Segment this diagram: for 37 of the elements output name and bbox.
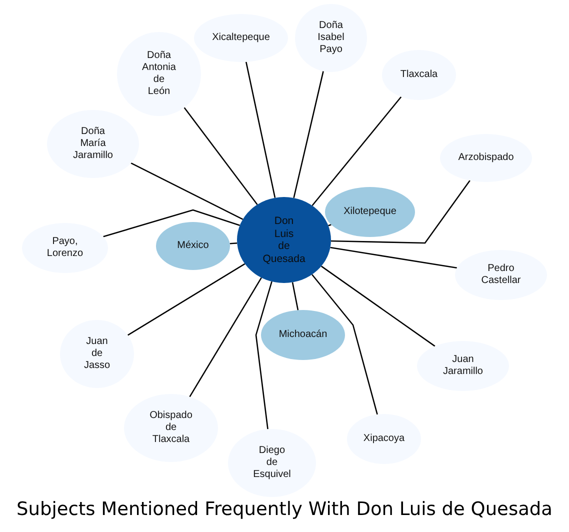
connector-line [330, 180, 470, 244]
node-label: Diego de Esquivel [253, 445, 291, 481]
node-label: Tlaxcala [400, 69, 438, 81]
connector-line [245, 62, 276, 198]
connector-line [320, 266, 436, 347]
connector-line [292, 282, 299, 310]
node-label: Juan Jaramillo [442, 354, 483, 378]
node-label: Arzobispado [458, 152, 514, 164]
node-label: Juan de Jasso [84, 336, 110, 372]
connector-line [330, 246, 457, 269]
node-label: Obispado de Tlaxcala [150, 410, 192, 446]
node-label: Doña María Jaramillo [72, 126, 113, 162]
node-label: Michoacán [278, 329, 328, 341]
topic-ellipse [194, 14, 288, 62]
topic-ellipse [325, 187, 415, 237]
connector-line [189, 277, 262, 398]
node-label: Xilotepeque [344, 206, 396, 218]
node-label: Don Luis de Quesada [262, 215, 306, 265]
connector-line [255, 281, 272, 430]
connector-line [312, 274, 378, 415]
connector-line [293, 71, 324, 198]
topic-ellipse [261, 310, 345, 360]
connector-line [127, 263, 246, 336]
node-label: Payo, Lorenzo [46, 236, 84, 260]
hub-ellipse [237, 197, 331, 283]
node-label: Pedro Castellar [481, 263, 521, 287]
connector-line [130, 162, 244, 220]
node-label: México [177, 240, 209, 252]
connector-line [230, 242, 238, 244]
diagram-title: Subjects Mentioned Frequently With Don Luis de Quesada [15, 498, 554, 521]
connector-line [103, 209, 240, 238]
connector-line [184, 107, 258, 205]
node-label: Xicaltepeque [212, 32, 270, 44]
node-label: Doña Antonia de León [142, 50, 176, 98]
node-label: Xipacoya [363, 433, 405, 445]
node-label: Doña Isabel Payo [318, 20, 344, 56]
connector-line [312, 96, 402, 206]
